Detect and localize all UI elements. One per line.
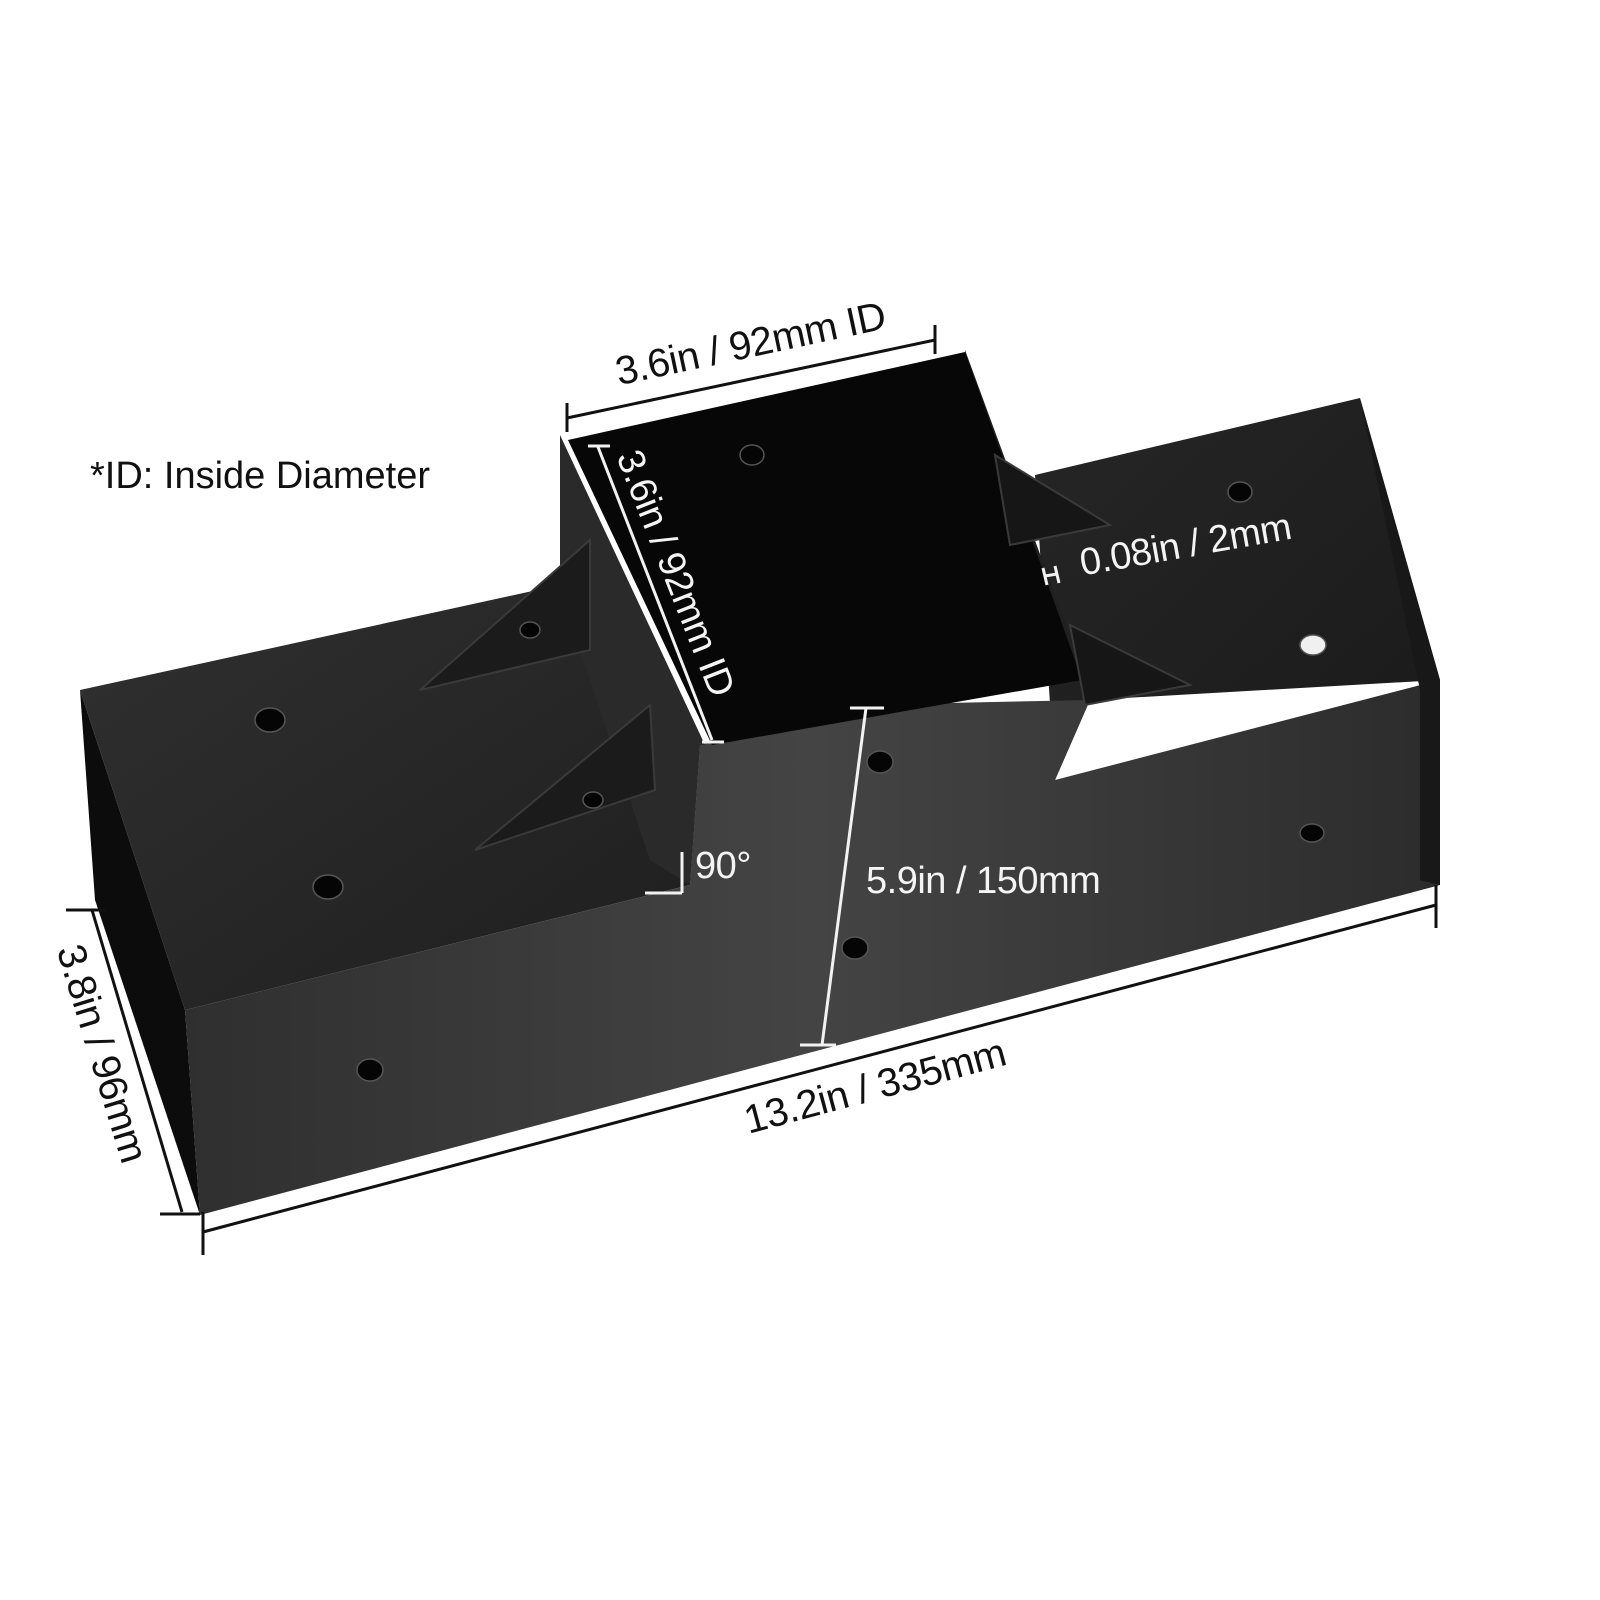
gusset-lower-right bbox=[1068, 623, 1194, 707]
socket-left-wall bbox=[560, 435, 705, 885]
socket-interior bbox=[568, 352, 1082, 745]
bolt-hole bbox=[519, 621, 541, 639]
dim-wall-thickness-mark bbox=[1041, 565, 1061, 586]
dim-angle-mark bbox=[645, 852, 684, 895]
gusset-upper-right bbox=[993, 453, 1113, 547]
bolt-hole bbox=[1299, 823, 1325, 843]
bolt-holes bbox=[254, 444, 1327, 1082]
tube-right-end bbox=[1360, 398, 1440, 885]
bolt-hole bbox=[312, 874, 344, 900]
dim-top-width-line bbox=[565, 325, 937, 432]
bolt-hole bbox=[1227, 481, 1253, 503]
dim-length-line bbox=[201, 885, 1438, 1255]
bolt-hole bbox=[1299, 634, 1327, 656]
dim-height-label: 5.9in / 150mm bbox=[866, 860, 1101, 902]
tube-top-face-left bbox=[80, 585, 700, 1010]
id-footnote: *ID: Inside Diameter bbox=[90, 455, 431, 497]
bolt-hole bbox=[841, 936, 869, 960]
dim-top-depth-line bbox=[588, 444, 724, 744]
gusset-upper-left bbox=[419, 537, 591, 691]
dim-height-line bbox=[800, 706, 884, 1047]
bolt-hole bbox=[582, 791, 604, 809]
left-end-opening bbox=[80, 690, 200, 1215]
tube-front-face bbox=[185, 680, 1440, 1215]
bolt-hole bbox=[356, 1058, 384, 1082]
bolt-hole bbox=[254, 707, 286, 733]
dim-outer-width-line bbox=[66, 908, 200, 1216]
dim-angle-label: 90° bbox=[695, 845, 751, 887]
gusset-lower-left bbox=[474, 702, 657, 851]
bolt-hole bbox=[866, 750, 894, 774]
bolt-hole bbox=[739, 444, 765, 466]
